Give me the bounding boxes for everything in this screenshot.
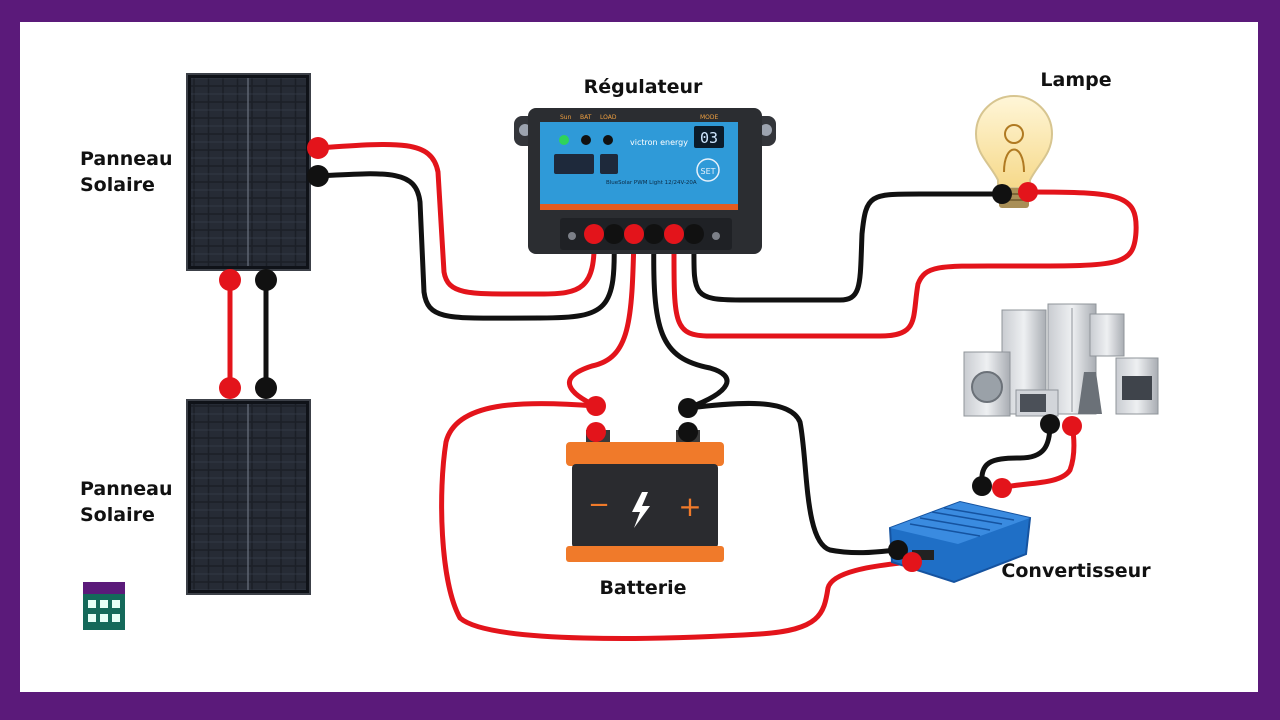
regulator-load-negative-terminal bbox=[684, 224, 704, 244]
battery-minus-label: − bbox=[588, 490, 610, 520]
bat-led-icon bbox=[581, 135, 591, 145]
regulator-set-label: SET bbox=[700, 167, 715, 176]
pv-negative-wire bbox=[315, 171, 617, 321]
battery bbox=[566, 430, 724, 562]
panel-top-link-negative-terminal bbox=[255, 269, 277, 291]
panel-top-positive-terminal bbox=[307, 137, 329, 159]
regulator-sun-label: Sun bbox=[560, 114, 572, 121]
battery-label: Batterie bbox=[599, 577, 687, 599]
inverter-output-negative-terminal bbox=[972, 476, 992, 496]
lamp-positive-terminal bbox=[1018, 182, 1038, 202]
panel-bottom-label-line2: Solaire bbox=[80, 504, 155, 526]
inverter bbox=[888, 500, 1032, 584]
battery-lid bbox=[566, 442, 724, 466]
regulator-bat-negative-terminal bbox=[644, 224, 664, 244]
regulator-brand: victron energy bbox=[630, 138, 688, 147]
lightning-icon bbox=[632, 492, 650, 528]
filament-icon bbox=[1003, 148, 1025, 173]
panel-bottom-label-line1: Panneau bbox=[80, 478, 173, 500]
lamp-positive-wire bbox=[671, 189, 1139, 339]
charge-controller bbox=[514, 108, 776, 254]
panel-bottom-label: Panneau Solaire bbox=[80, 476, 173, 528]
panel-top-negative-terminal bbox=[307, 165, 329, 187]
appliances bbox=[963, 303, 1159, 417]
regulator-display bbox=[694, 126, 724, 148]
panel-top-link-positive-terminal bbox=[219, 269, 241, 291]
channel-logo bbox=[83, 582, 125, 630]
regulator-bat-label: BAT bbox=[580, 114, 592, 121]
battery-negative-post bbox=[678, 422, 698, 442]
inverter-output-positive-terminal bbox=[992, 478, 1012, 498]
regulator-mode-label: MODE bbox=[700, 114, 719, 121]
battery-plus-label: + bbox=[678, 490, 701, 523]
regulator-pv-positive-terminal bbox=[584, 224, 604, 244]
regulator-text: Sun BAT LOAD MODE 03 SET victron energy … bbox=[560, 114, 719, 523]
regulator-load-positive-terminal bbox=[664, 224, 684, 244]
lamp-negative-terminal bbox=[992, 184, 1012, 204]
inverter-label: Convertisseur bbox=[1001, 560, 1151, 582]
panel-top-label-line1: Panneau bbox=[80, 148, 173, 170]
pv-positive-wire bbox=[315, 141, 597, 297]
regulator-model: BlueSolar PWM Light 12/24V-20A bbox=[606, 180, 697, 186]
solar-panel-bottom bbox=[186, 399, 311, 595]
wires bbox=[227, 141, 1139, 641]
inverter-input-positive-terminal bbox=[902, 552, 922, 572]
terminals bbox=[219, 137, 1082, 572]
inverter-negative-wire bbox=[685, 400, 901, 556]
lamp-label: Lampe bbox=[1040, 69, 1112, 91]
panel-bottom-positive-terminal bbox=[219, 377, 241, 399]
battery-positive-post bbox=[586, 422, 606, 442]
set-button-icon bbox=[696, 158, 720, 182]
appliance-positive-wire bbox=[999, 421, 1077, 491]
solar-panel-top bbox=[186, 73, 311, 271]
sun-led-icon bbox=[559, 135, 569, 145]
regulator-label: Régulateur bbox=[583, 76, 703, 98]
appliance-negative-terminal bbox=[1040, 414, 1060, 434]
wiring-diagram: Sun BAT LOAD MODE 03 SET victron energy … bbox=[83, 73, 1159, 641]
regulator-pv-negative-terminal bbox=[604, 224, 624, 244]
regulator-display-value: 03 bbox=[700, 129, 718, 147]
panel-top-label-line2: Solaire bbox=[80, 174, 155, 196]
appliance-positive-terminal bbox=[1062, 416, 1082, 436]
vacuum-icon bbox=[1078, 372, 1102, 414]
diagram-canvas: Sun BAT LOAD MODE 03 SET victron energy … bbox=[20, 22, 1258, 692]
battery-positive-wire bbox=[567, 233, 637, 409]
inverter-input-negative-terminal bbox=[888, 540, 908, 560]
regulator-load-label: LOAD bbox=[600, 114, 617, 121]
battery-wire-positive-terminal bbox=[586, 396, 606, 416]
panel-bottom-negative-terminal bbox=[255, 377, 277, 399]
load-led-icon bbox=[603, 135, 613, 145]
panel-top-label: Panneau Solaire bbox=[80, 146, 173, 198]
inverter-positive-wire bbox=[439, 401, 913, 641]
battery-negative-wire bbox=[651, 233, 730, 411]
battery-wire-negative-terminal bbox=[678, 398, 698, 418]
appliance-negative-wire bbox=[979, 421, 1053, 489]
lamp-negative-wire bbox=[691, 191, 1005, 303]
regulator-bat-positive-terminal bbox=[624, 224, 644, 244]
status-graphic-icon bbox=[554, 154, 594, 174]
